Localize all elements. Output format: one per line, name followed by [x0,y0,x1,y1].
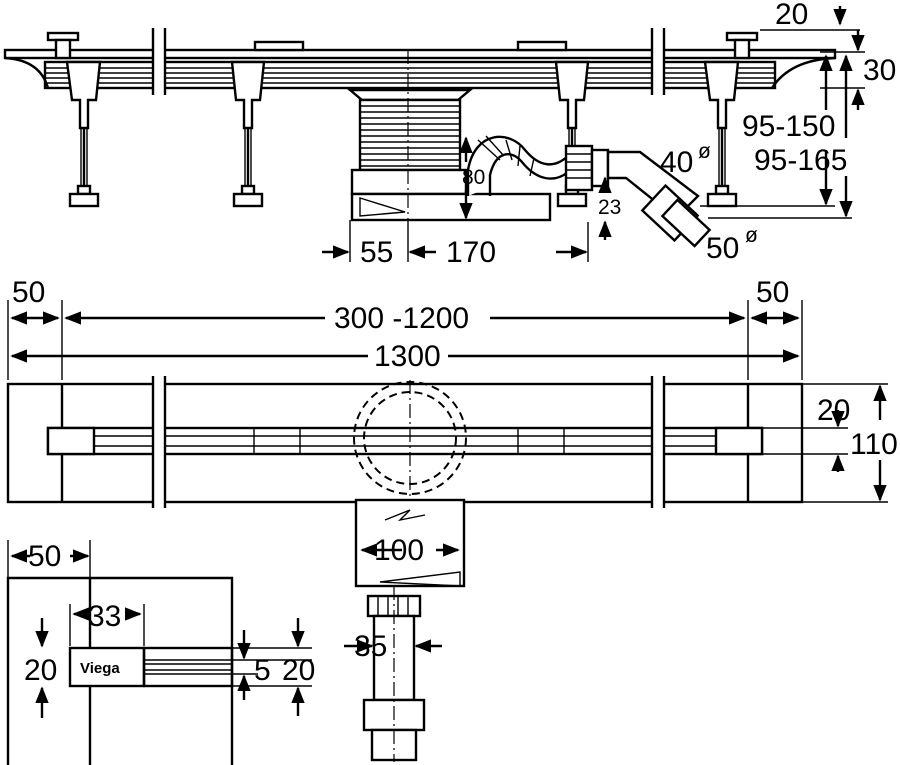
dim-left-margin: 50 [12,276,45,309]
dim-cap-length: 33 [88,600,121,633]
side-elevation-view: 20 30 95-150 95-165 40 ø 50 ø 80 23 55 1… [3,0,896,269]
dim-hose-diameter-symbol: ø [698,140,711,163]
adjustable-foot [703,60,740,208]
end-detail-view: 50 Viega 33 20 5 20 [6,540,315,765]
dim-offset-top: 20 [775,0,808,31]
dim-slot-width: 5 [254,654,271,687]
dim-length-range: 300 -1200 [334,302,469,335]
dim-detail-margin: 50 [28,540,61,573]
adjustable-foot [230,60,266,208]
dim-outlet-diameter: 50 [706,232,739,265]
dim-height-range-165: 95-165 [754,144,847,177]
dim-total-width: 110 [850,428,898,461]
dim-cap-height: 20 [24,654,57,687]
dim-strip-height: 20 [282,654,315,687]
dim-outlet-height: 23 [598,196,621,219]
dim-outlet-offset: 170 [446,236,496,269]
drain-outlet-view: 100 35 [344,498,466,762]
dim-drain-width: 100 [374,534,424,567]
dim-total-length: 1300 [374,340,441,373]
brand-label: Viega [80,660,120,677]
dim-right-margin: 50 [756,276,789,309]
dim-body-offset: 55 [360,236,393,269]
plan-view: 50 300 -1200 50 1300 [6,276,898,508]
dim-outlet-diameter-symbol: ø [745,224,758,247]
dim-outlet-spigot: 35 [354,630,387,663]
dim-grate-width: 20 [817,394,850,427]
adjustable-foot [65,60,102,208]
dim-grate-height: 30 [863,54,896,87]
dim-body-height: 80 [462,166,485,189]
dim-height-range-150: 95-150 [742,110,835,143]
dim-hose-diameter: 40 [660,146,693,179]
